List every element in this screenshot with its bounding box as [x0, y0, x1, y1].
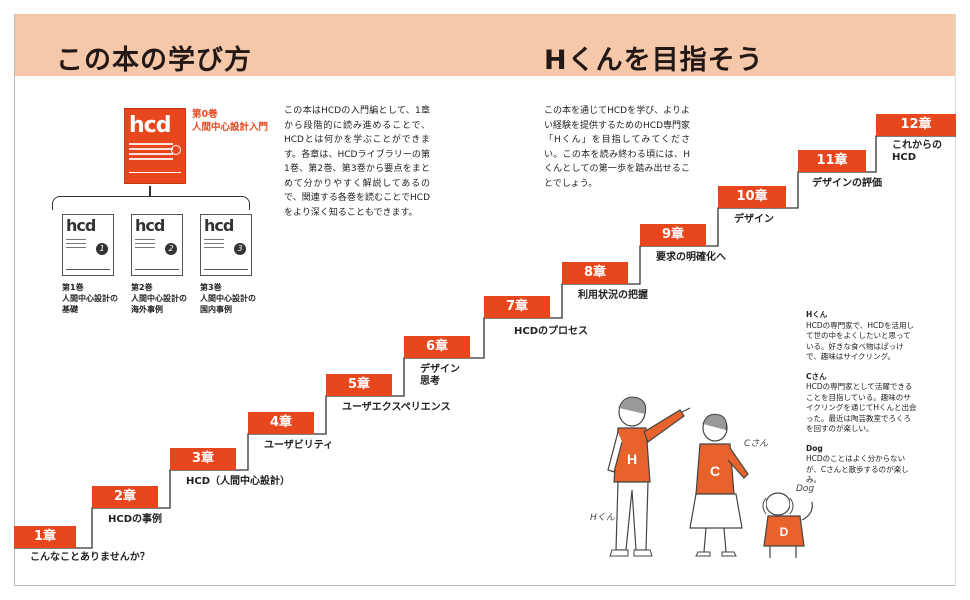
cover-rule [129, 172, 181, 178]
chapter-12-label-line2: HCD [892, 152, 917, 163]
bracket [52, 196, 250, 210]
chapter-6-label-line1: デザイン [420, 364, 460, 375]
note-h-title: Hくん [806, 310, 828, 319]
chapter-2-badge: 2章 [92, 486, 158, 508]
vol-title: 人間中心設計の [200, 294, 256, 303]
cover-lines [135, 239, 155, 251]
chapter-4-label: ユーザビリティ [264, 440, 334, 451]
chapter-12-label: これからの HCD [892, 140, 942, 164]
vol0-title: 人間中心設計入門 [192, 122, 269, 133]
right-title: Hくんを目指そう [544, 45, 764, 76]
chapter-8-badge: 8章 [562, 262, 628, 284]
note-c-title: Cさん [806, 371, 827, 381]
book-logo: hcd [129, 113, 171, 138]
vol-number: 第1巻 [62, 283, 84, 292]
characters-illustration: H C D [607, 396, 813, 558]
chapter-3-label: HCD（人間中心設計） [186, 476, 291, 487]
chapter-6-label: デザイン 思考 [420, 364, 460, 388]
note-dog-text: HCDのことはよく分からないが、Cさんと散歩するのが楽しみ。 [806, 454, 909, 484]
vol-title-2: 海外事例 [131, 305, 163, 314]
chapter-7-label: HCDのプロセス [514, 326, 589, 337]
vol-number: 第2巻 [131, 283, 153, 292]
intro-right-text: この本を通じてHCDを学び、よりよい経験を提供するためのHCD専門家「Hくん」を… [544, 106, 690, 189]
book-number-badge: 2 [165, 243, 177, 255]
bracket-stem [149, 186, 151, 196]
vol-title: 人間中心設計の [131, 294, 187, 303]
h-kun-figure [607, 396, 691, 557]
c-san-tag: Cさん [744, 439, 769, 449]
dog-figure [762, 492, 813, 558]
page-frame [14, 14, 956, 586]
chapter-2-label: HCDの事例 [108, 514, 163, 525]
book-logo: hcd [135, 216, 165, 235]
book-vol1-label: 第1巻 人間中心設計の 基礎 [62, 282, 118, 315]
vol-title-2: 基礎 [62, 305, 78, 314]
book-vol0-label: 第0巻 人間中心設計入門 [192, 108, 268, 134]
vol-title: 人間中心設計の [62, 294, 118, 303]
book-vol3-label: 第3巻 人間中心設計の 国内事例 [200, 282, 256, 315]
chapter-6-badge: 6章 [404, 336, 470, 358]
book-logo: hcd [204, 216, 234, 235]
chapter-1-label: こんなことありませんか？ [30, 552, 150, 563]
h-kun-tag: Hくん [590, 513, 615, 523]
chapter-10-badge: 10章 [718, 186, 786, 208]
d-shirt-letter: D [780, 525, 789, 539]
note-dog-title: Dog [806, 443, 823, 453]
book-number-badge: 3 [234, 243, 246, 255]
vol0-number: 第0巻 [192, 109, 218, 120]
chapter-7-badge: 7章 [484, 296, 550, 318]
book-logo: hcd [66, 216, 96, 235]
c-shirt-letter: C [710, 463, 720, 479]
intro-left-text: この本はHCDの入門編として、1章から段階的に読み進めることで、HCDとは何かを… [284, 106, 430, 218]
book-vol2-cover: hcd 2 [131, 214, 183, 276]
chapter-11-label: デザインの評価 [812, 178, 882, 189]
chapter-6-label-line2: 思考 [420, 376, 440, 387]
cover-lines [66, 239, 86, 251]
book-vol0-cover: hcd [124, 108, 186, 184]
book-vol3-cover: hcd 3 [200, 214, 252, 276]
book-number-badge: 1 [96, 243, 108, 255]
c-san-figure [689, 413, 749, 557]
chapter-11-badge: 11章 [798, 150, 866, 172]
book-vol2-label: 第2巻 人間中心設計の 海外事例 [131, 282, 187, 315]
header-band [14, 14, 956, 76]
cover-circle [171, 145, 181, 155]
chapter-12-badge: 12章 [876, 114, 956, 136]
chapter-5-label: ユーザエクスペリエンス [342, 402, 451, 413]
cover-lines [204, 239, 224, 251]
note-h-text: HCDの専門家で、HCDを活用して世の中をよくしたいと思っている。好きな食べ物は… [806, 320, 915, 362]
chapter-10-label: デザイン [734, 214, 774, 225]
book-vol1-cover: hcd 1 [62, 214, 114, 276]
cover-rule [66, 269, 110, 270]
character-notes: Hくん HCDの専門家で、HCDを活用して世の中をよくしたいと思っている。好きな… [806, 310, 918, 495]
chapter-9-label: 要求の明確化へ [656, 252, 726, 263]
chapter-3-badge: 3章 [170, 448, 236, 470]
vol-number: 第3巻 [200, 283, 222, 292]
left-title: この本の学び方 [56, 45, 252, 76]
chapter-4-badge: 4章 [248, 412, 314, 434]
chapter-1-badge: 1章 [14, 526, 76, 548]
cover-lines [129, 143, 173, 163]
dog-tag: Dog [796, 484, 815, 494]
chapter-12-label-line1: これからの [892, 140, 942, 151]
chapter-8-label: 利用状況の把握 [578, 290, 648, 301]
note-c-text: HCDの専門家として活躍できることを目指している。趣味のサイクリングを通じてHく… [806, 382, 917, 433]
cover-rule [204, 269, 248, 270]
chapter-9-badge: 9章 [640, 224, 706, 246]
cover-rule [135, 269, 179, 270]
vol-title-2: 国内事例 [200, 305, 232, 314]
h-shirt-letter: H [627, 451, 637, 467]
chapter-5-badge: 5章 [326, 374, 392, 396]
